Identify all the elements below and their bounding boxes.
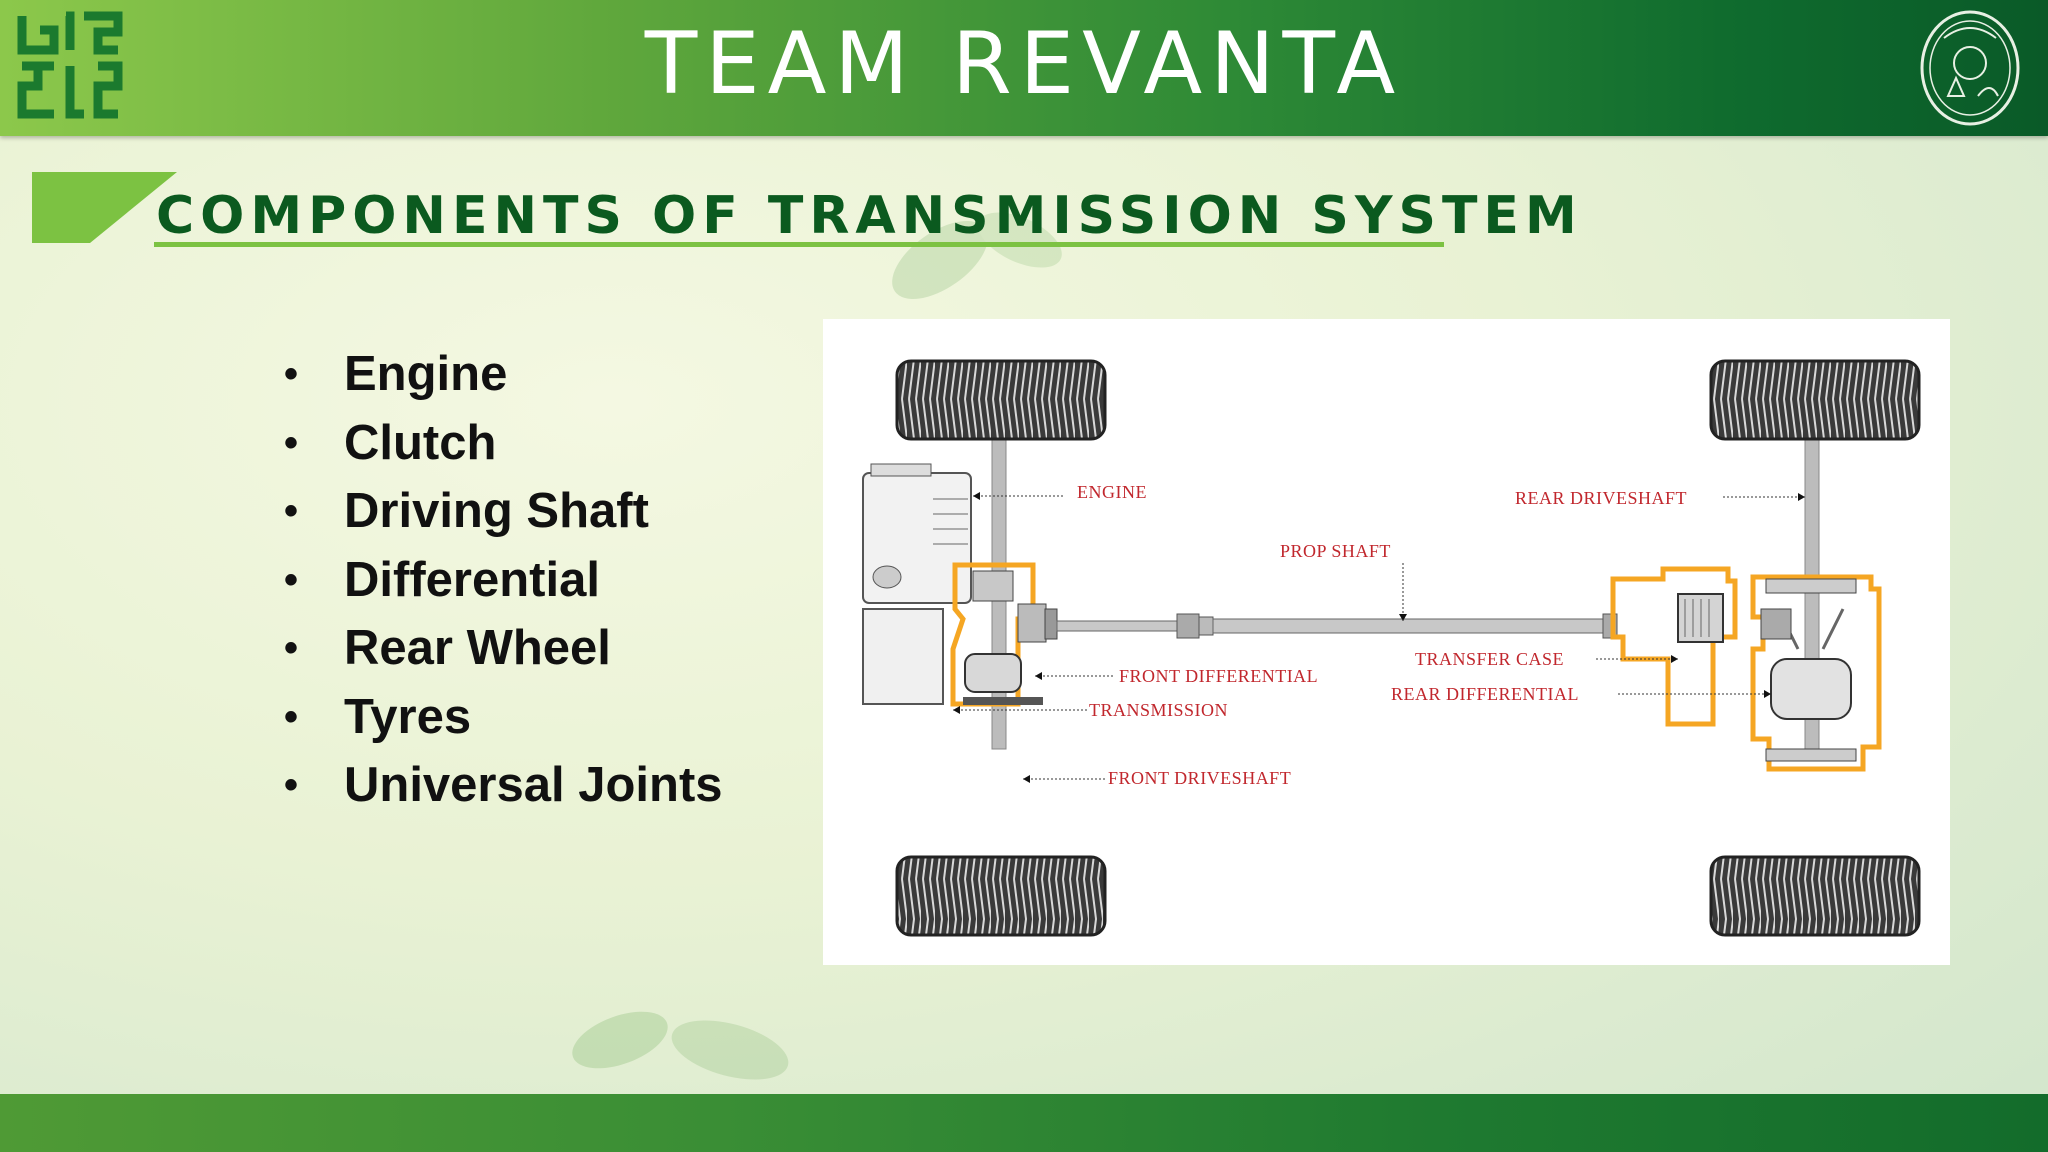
- components-list: •Engine •Clutch •Driving Shaft •Differen…: [276, 340, 723, 820]
- institute-seal-icon: [1920, 10, 2020, 126]
- transmission-diagram: ENGINE PROP SHAFT REAR DRIVESHAFT FRONT …: [823, 319, 1950, 965]
- bullet-icon: •: [284, 420, 299, 465]
- team-title: TEAM REVANTA: [644, 14, 1404, 114]
- list-item: •Differential: [276, 546, 723, 615]
- engine-block-icon: [862, 463, 972, 705]
- tyre-front-bottom-icon: [895, 855, 1107, 937]
- team-logo-icon: [17, 11, 123, 119]
- bullet-icon: •: [284, 352, 299, 396]
- label-engine: ENGINE: [1077, 482, 1147, 502]
- bullet-icon: •: [284, 626, 299, 670]
- label-front-differential: FRONT DIFFERENTIAL: [1119, 666, 1318, 686]
- heading-underline: [154, 242, 1444, 247]
- label-transfer-case: TRANSFER CASE: [1415, 649, 1564, 669]
- leader-arrowheads: [953, 492, 1805, 783]
- background-leaves: [892, 212, 1062, 300]
- list-item: •Clutch: [276, 409, 723, 478]
- list-item: •Tyres: [276, 683, 723, 752]
- list-item: •Universal Joints: [276, 751, 723, 820]
- list-item: •Rear Wheel: [276, 614, 723, 683]
- background-leaves-bottom: [572, 1011, 789, 1080]
- leader-lines: [953, 495, 1805, 780]
- label-transmission: TRANSMISSION: [1089, 700, 1228, 720]
- front-differential-icon: [950, 562, 1058, 707]
- footer-bar: [0, 1094, 2048, 1152]
- list-item: •Engine: [276, 340, 723, 409]
- label-prop-shaft: PROP SHAFT: [1280, 541, 1391, 561]
- tyre-rear-bottom-icon: [1709, 855, 1921, 937]
- title-bar: TEAM REVANTA: [0, 0, 2048, 136]
- tyre-front-top-icon: [895, 359, 1107, 441]
- transfer-case-icon: [1610, 566, 1738, 727]
- bullet-icon: •: [284, 489, 299, 533]
- slide-heading: COMPONENTS OF TRANSMISSION SYSTEM: [156, 186, 1583, 246]
- bullet-icon: •: [284, 694, 299, 739]
- drivetrain-drawing: ENGINE PROP SHAFT REAR DRIVESHAFT FRONT …: [862, 359, 1921, 937]
- list-item: •Driving Shaft: [276, 477, 723, 546]
- bullet-icon: •: [284, 557, 299, 602]
- bullet-icon: •: [284, 763, 299, 807]
- prop-shaft-icon: [1056, 613, 1618, 639]
- tyre-rear-top-icon: [1709, 359, 1921, 441]
- label-rear-differential: REAR DIFFERENTIAL: [1391, 684, 1579, 704]
- rear-differential-icon: [1750, 574, 1882, 772]
- label-rear-driveshaft: REAR DRIVESHAFT: [1515, 488, 1687, 508]
- label-front-driveshaft: FRONT DRIVESHAFT: [1108, 768, 1291, 788]
